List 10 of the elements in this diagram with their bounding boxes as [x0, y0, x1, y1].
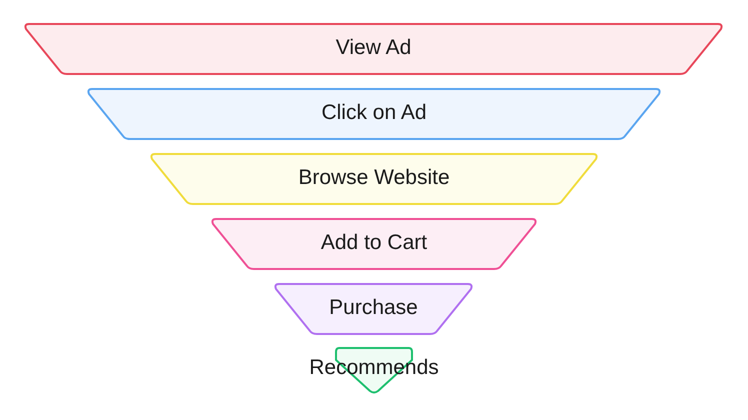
funnel-stage — [211, 219, 537, 269]
funnel-stage — [150, 154, 598, 204]
funnel-stage — [24, 24, 723, 74]
funnel-stage — [87, 89, 661, 139]
stage-label: Browse Website — [297, 166, 451, 190]
funnel-stage — [274, 284, 473, 334]
stage-label: Purchase — [328, 296, 419, 320]
stage-label: View Ad — [334, 36, 412, 60]
stage-label: Add to Cart — [320, 231, 428, 255]
stage-label: Click on Ad — [320, 101, 428, 125]
